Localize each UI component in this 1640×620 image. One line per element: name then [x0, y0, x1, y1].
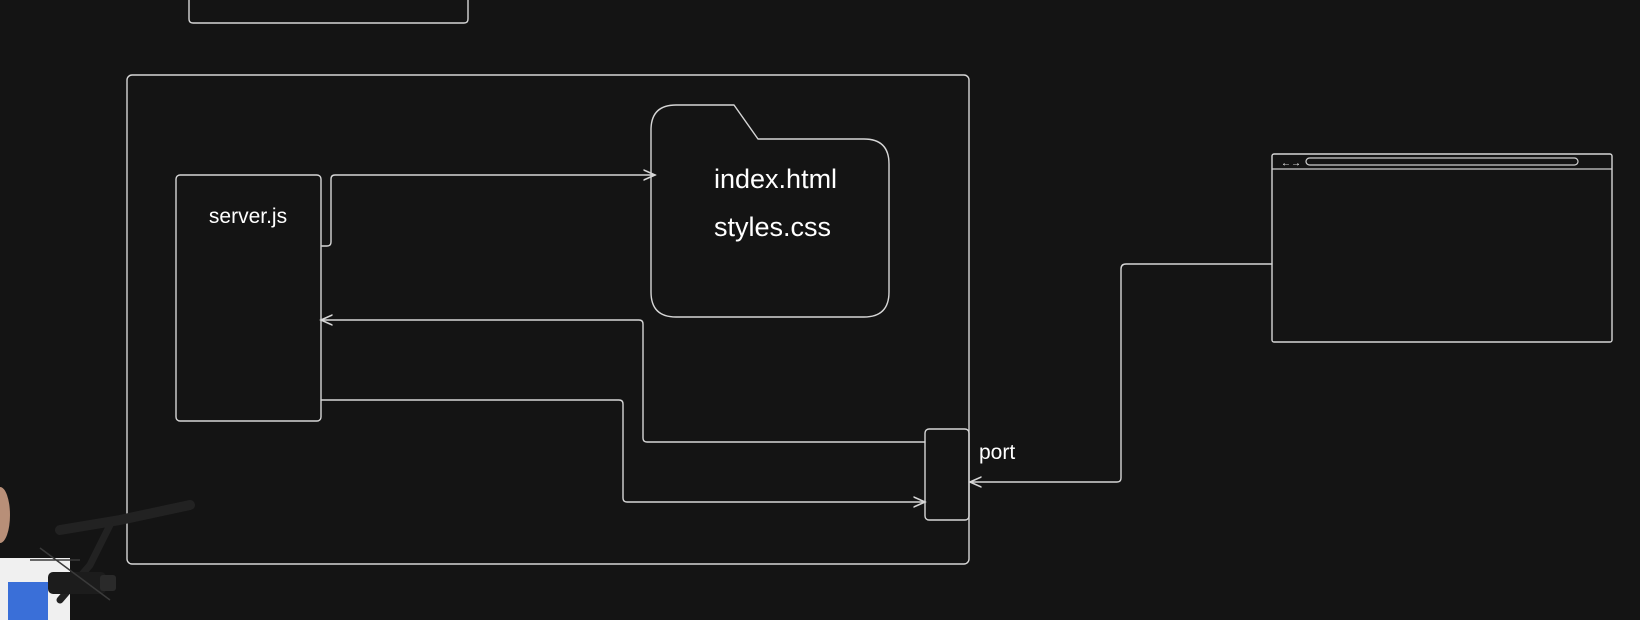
server-js-label: server.js: [209, 205, 287, 228]
folder-file-index: index.html: [714, 164, 837, 194]
connector-server-to-folder: [321, 175, 655, 247]
port-box: [924, 428, 970, 521]
offscreen-box: [188, 0, 469, 24]
server-container: [126, 74, 970, 565]
server-js-box: [175, 174, 322, 422]
connector-server-to-port: [320, 399, 925, 502]
camera-rig-image: [0, 487, 195, 620]
connector-browser-to-port: [970, 263, 1273, 482]
folder-file-styles: styles.css: [714, 212, 831, 242]
folder-icon: [650, 104, 890, 318]
browser-address-bar: [1305, 157, 1579, 166]
browser-nav-arrows-icon: ←→: [1281, 158, 1301, 169]
connector-port-to-server: [321, 320, 926, 443]
port-label: port: [979, 441, 1015, 464]
browser-window: [1271, 153, 1613, 343]
